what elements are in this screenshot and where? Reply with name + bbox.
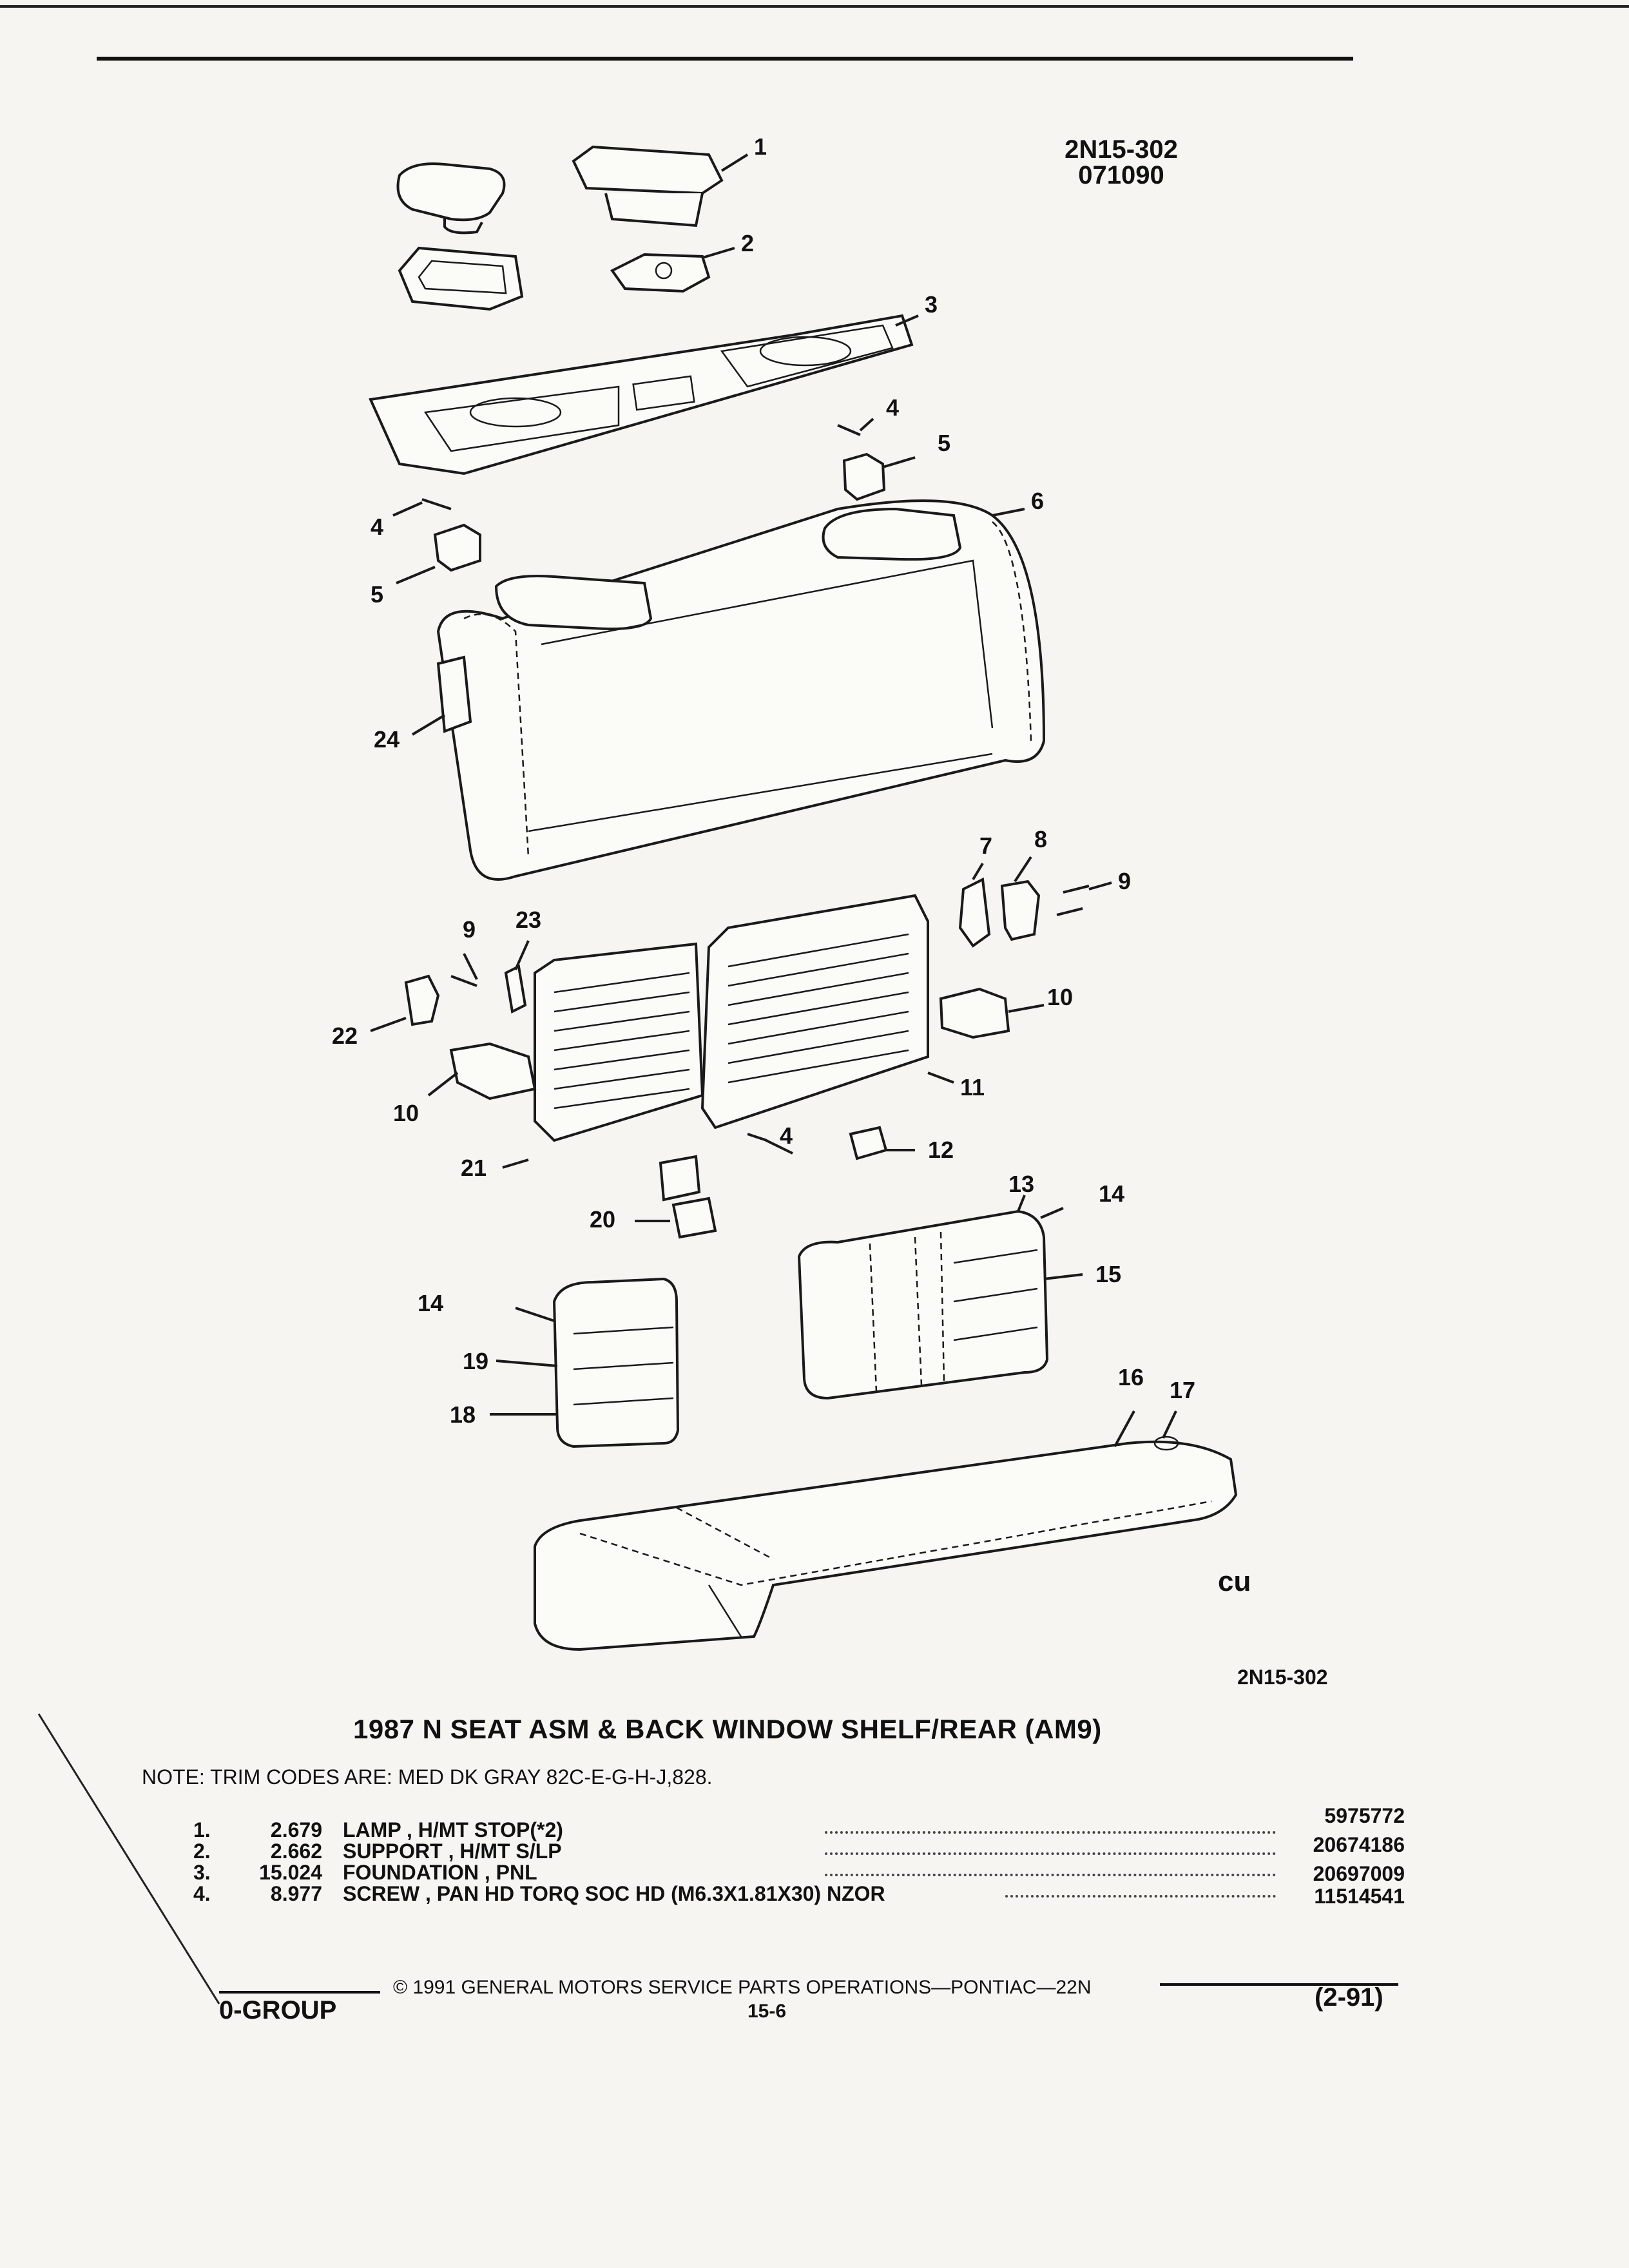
footer-copyright: © 1991 GENERAL MOTORS SERVICE PARTS OPER… <box>393 1977 1092 1998</box>
callout-2: 2 <box>741 230 755 256</box>
part-17 <box>1153 1436 1179 1451</box>
part-plate-10-left <box>449 1042 537 1100</box>
callout-24: 24 <box>374 726 400 753</box>
callout-12: 12 <box>928 1137 954 1163</box>
publisher-logo-mark: cu <box>1218 1566 1251 1597</box>
callout-8: 8 <box>1034 826 1048 852</box>
leader-dots <box>1005 1895 1276 1898</box>
callout-9-left: 9 <box>463 916 476 943</box>
callout-21: 21 <box>461 1155 487 1181</box>
part-desc: FOUNDATION , PNL <box>343 1861 537 1884</box>
part-ref: 2.662 <box>270 1840 322 1863</box>
header-date-code: 071090 <box>1078 161 1164 189</box>
callout-5-upper: 5 <box>938 430 951 456</box>
callout-3: 3 <box>925 291 938 318</box>
diagram-ref: 2N15-302 <box>1237 1666 1328 1689</box>
callout-4-left: 4 <box>371 514 384 540</box>
part-desc: SUPPORT , H/MT S/LP <box>343 1840 562 1863</box>
part-lens-26 <box>396 162 506 235</box>
part-frame-11 <box>700 894 929 1129</box>
callout-5-left: 5 <box>371 581 384 608</box>
callout-7: 7 <box>979 832 993 859</box>
part-number: 11514541 <box>1314 1885 1405 1908</box>
callout-4-upper: 4 <box>886 394 900 421</box>
callout-20: 20 <box>590 1206 616 1233</box>
part-ref: 15.024 <box>259 1861 322 1884</box>
callout-13: 13 <box>1008 1171 1035 1197</box>
part-plate-20 <box>659 1155 717 1239</box>
part-foundation-panel-3 <box>369 314 914 476</box>
callout-10-right: 10 <box>1047 984 1074 1010</box>
page-title: 1987 N SEAT ASM & BACK WINDOW SHELF/REAR… <box>353 1714 1102 1744</box>
callout-17: 17 <box>1170 1377 1196 1403</box>
part-seat-back-6 <box>436 499 1046 881</box>
top-rule <box>0 5 1629 8</box>
part-cushion-19 <box>552 1277 680 1448</box>
callout-11: 11 <box>960 1074 985 1100</box>
part-screw-bracket-upper-right <box>837 424 886 501</box>
parts-row: 3. 15.024 FOUNDATION , PNL 20697009 <box>193 1860 1405 1885</box>
part-22 <box>404 974 440 1026</box>
callout-6: 6 <box>1031 488 1045 514</box>
parts-row: 1. 2.679 LAMP , H/MT STOP(*2) 5975772 <box>193 1804 1405 1843</box>
callout-14-right: 14 <box>1099 1180 1125 1207</box>
parts-row: 2. 2.662 SUPPORT , H/MT S/LP 20674186 <box>193 1833 1405 1864</box>
part-support-2 <box>610 253 711 293</box>
footer-rule-left <box>219 1991 380 1994</box>
callout-23: 23 <box>516 907 542 933</box>
callout-leaders <box>370 153 1177 1447</box>
header-code-block: 2N15-302 071090 <box>1037 137 1205 188</box>
callout-14-left: 14 <box>418 1290 444 1316</box>
part-number: 20674186 <box>1313 1833 1405 1856</box>
part-num: 3. <box>193 1861 211 1884</box>
callout-1: 1 <box>754 133 767 160</box>
part-cushion-13 <box>797 1209 1049 1400</box>
callout-18: 18 <box>450 1401 476 1428</box>
callout-15: 15 <box>1095 1261 1122 1287</box>
part-plate-10-right <box>939 987 1010 1039</box>
footer-revision: (2-91) <box>1315 1983 1383 2012</box>
footer-rule-right <box>1160 1983 1398 1986</box>
callout-16: 16 <box>1118 1364 1144 1390</box>
part-seat-cushion-16 <box>534 1440 1238 1651</box>
parts-row: 4. 8.977 SCREW , PAN HD TORQ SOC HD (M6.… <box>193 1881 1405 1908</box>
part-screws-9-right <box>1056 885 1090 916</box>
header-rule <box>97 57 1353 61</box>
part-screw-9-left <box>450 975 477 987</box>
callout-9-right: 9 <box>1118 868 1132 894</box>
part-hinge-7 <box>958 877 991 948</box>
part-num: 1. <box>193 1818 211 1841</box>
part-bezel-25 <box>398 246 524 311</box>
header-code: 2N15-302 <box>1065 135 1178 164</box>
trim-note: NOTE: TRIM CODES ARE: MED DK GRAY 82C-E-… <box>142 1765 713 1789</box>
part-number: 5975772 <box>1324 1804 1405 1827</box>
footer-group: 0-GROUP <box>219 1996 337 2024</box>
part-number: 20697009 <box>1313 1862 1405 1885</box>
part-frame-21 <box>534 942 704 1142</box>
part-screw-bracket-left <box>421 498 481 572</box>
callout-10-left: 10 <box>393 1100 419 1126</box>
footer-page: 15-6 <box>747 2001 787 2022</box>
part-desc: SCREW , PAN HD TORQ SOC HD (M6.3X1.81X30… <box>343 1882 885 1905</box>
part-desc: LAMP , H/MT STOP(*2) <box>343 1818 563 1841</box>
part-num: 2. <box>193 1840 211 1863</box>
part-ref: 8.977 <box>270 1882 322 1905</box>
part-ref: 2.679 <box>270 1818 322 1841</box>
part-clip-8 <box>1000 879 1041 941</box>
part-23 <box>504 965 527 1014</box>
callout-4-lower: 4 <box>780 1122 793 1149</box>
part-24 <box>436 655 472 733</box>
leader-dots <box>825 1852 1276 1855</box>
leader-dots <box>825 1874 1276 1876</box>
leader-dots <box>825 1831 1276 1834</box>
part-lamp-1 <box>572 145 724 227</box>
callout-22: 22 <box>332 1023 358 1049</box>
callout-19: 19 <box>463 1348 489 1374</box>
part-num: 4. <box>193 1882 211 1905</box>
